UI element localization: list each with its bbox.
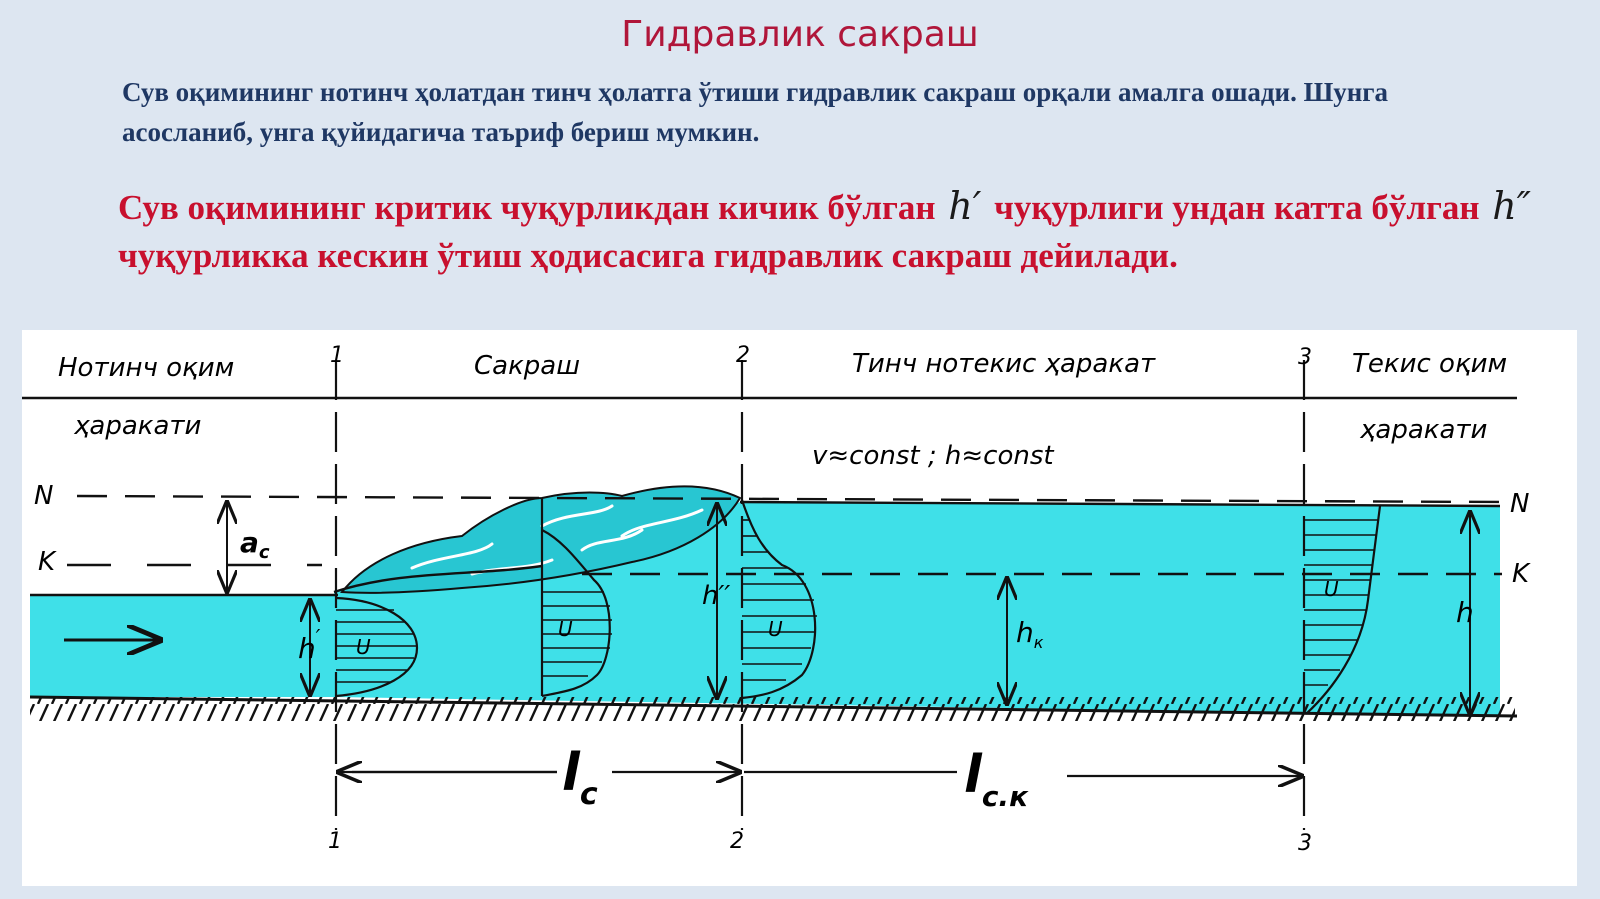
free-surface (30, 500, 1501, 597)
lc-label: lc (562, 743, 598, 812)
section-number-bottom-2: 2 (730, 829, 744, 854)
velocity-profile-4 (1304, 505, 1382, 715)
definition-paragraph: Сув оқимининг критик чуқурликдан кичик б… (118, 182, 1558, 280)
velocity-profile-2 (540, 498, 612, 698)
h1-label: h′ (298, 625, 321, 665)
h2-label: h′′ (702, 581, 730, 611)
n-label-left: N (34, 481, 53, 511)
symbol-h-double-prime: h″ (1492, 184, 1531, 228)
zone-label-jump: Сакраш (474, 351, 580, 381)
section-number-top-1: 1 (330, 343, 344, 368)
n-label-right: N (1510, 489, 1529, 519)
definition-part-1: Сув оқимининг критик чуқурликдан кичик б… (118, 188, 936, 227)
definition-part-2: чуқурлиги ундан катта бўлган (994, 188, 1480, 227)
slide-title: Гидравлик сакраш (621, 14, 979, 55)
velocity-label-1: U (356, 635, 371, 659)
ac-label: ac (240, 526, 270, 563)
k-label-left: K (38, 547, 57, 577)
lck-label: lc.к (964, 745, 1029, 813)
velocity-profile-1 (335, 596, 419, 698)
k-label-right: K (1512, 559, 1531, 589)
hk-label: hк (1016, 616, 1044, 652)
zone-label-rapid-flow-2: ҳаракати (73, 411, 201, 441)
velocity-label-2: U (558, 617, 573, 641)
zone-label-uniform-flow: Текис оқим (1352, 349, 1507, 379)
zone-label-rapid-flow: Нотинч оқим (58, 353, 234, 383)
intro-paragraph: Сув оқимининг нотинч ҳолатдан тинч ҳолат… (122, 77, 1389, 147)
velocity-label-3: U (768, 617, 783, 641)
condition-label: v≈const ; h≈const (812, 441, 1054, 471)
hydraulic-jump-diagram: Нотинч оқим ҳаракати Сакраш Тинч нотекис… (22, 343, 1531, 856)
section-number-bottom-3: 3 (1298, 831, 1312, 856)
h-label: h (1456, 596, 1474, 629)
diagram-panel: Нотинч оқим ҳаракати Сакраш Тинч нотекис… (22, 330, 1577, 886)
velocity-profile-3 (740, 499, 817, 700)
symbol-h-prime: h′ (948, 184, 982, 228)
definition-part-3: чуқурликка кескин ўтиш ҳодисасига гидрав… (118, 236, 1178, 275)
zone-label-uniform-flow-2: ҳаракати (1359, 415, 1487, 445)
zone-label-calm-nonuniform: Тинч нотекис ҳаракат (852, 349, 1156, 379)
foam-highlights (410, 504, 704, 576)
velocity-label-4: U (1324, 577, 1339, 601)
section-number-top-3: 3 (1298, 345, 1312, 370)
section-number-bottom-1: 1 (328, 829, 342, 854)
section-number-top-2: 2 (736, 343, 750, 368)
channel-bed (29, 695, 1518, 718)
supercritical-flow (30, 595, 340, 697)
